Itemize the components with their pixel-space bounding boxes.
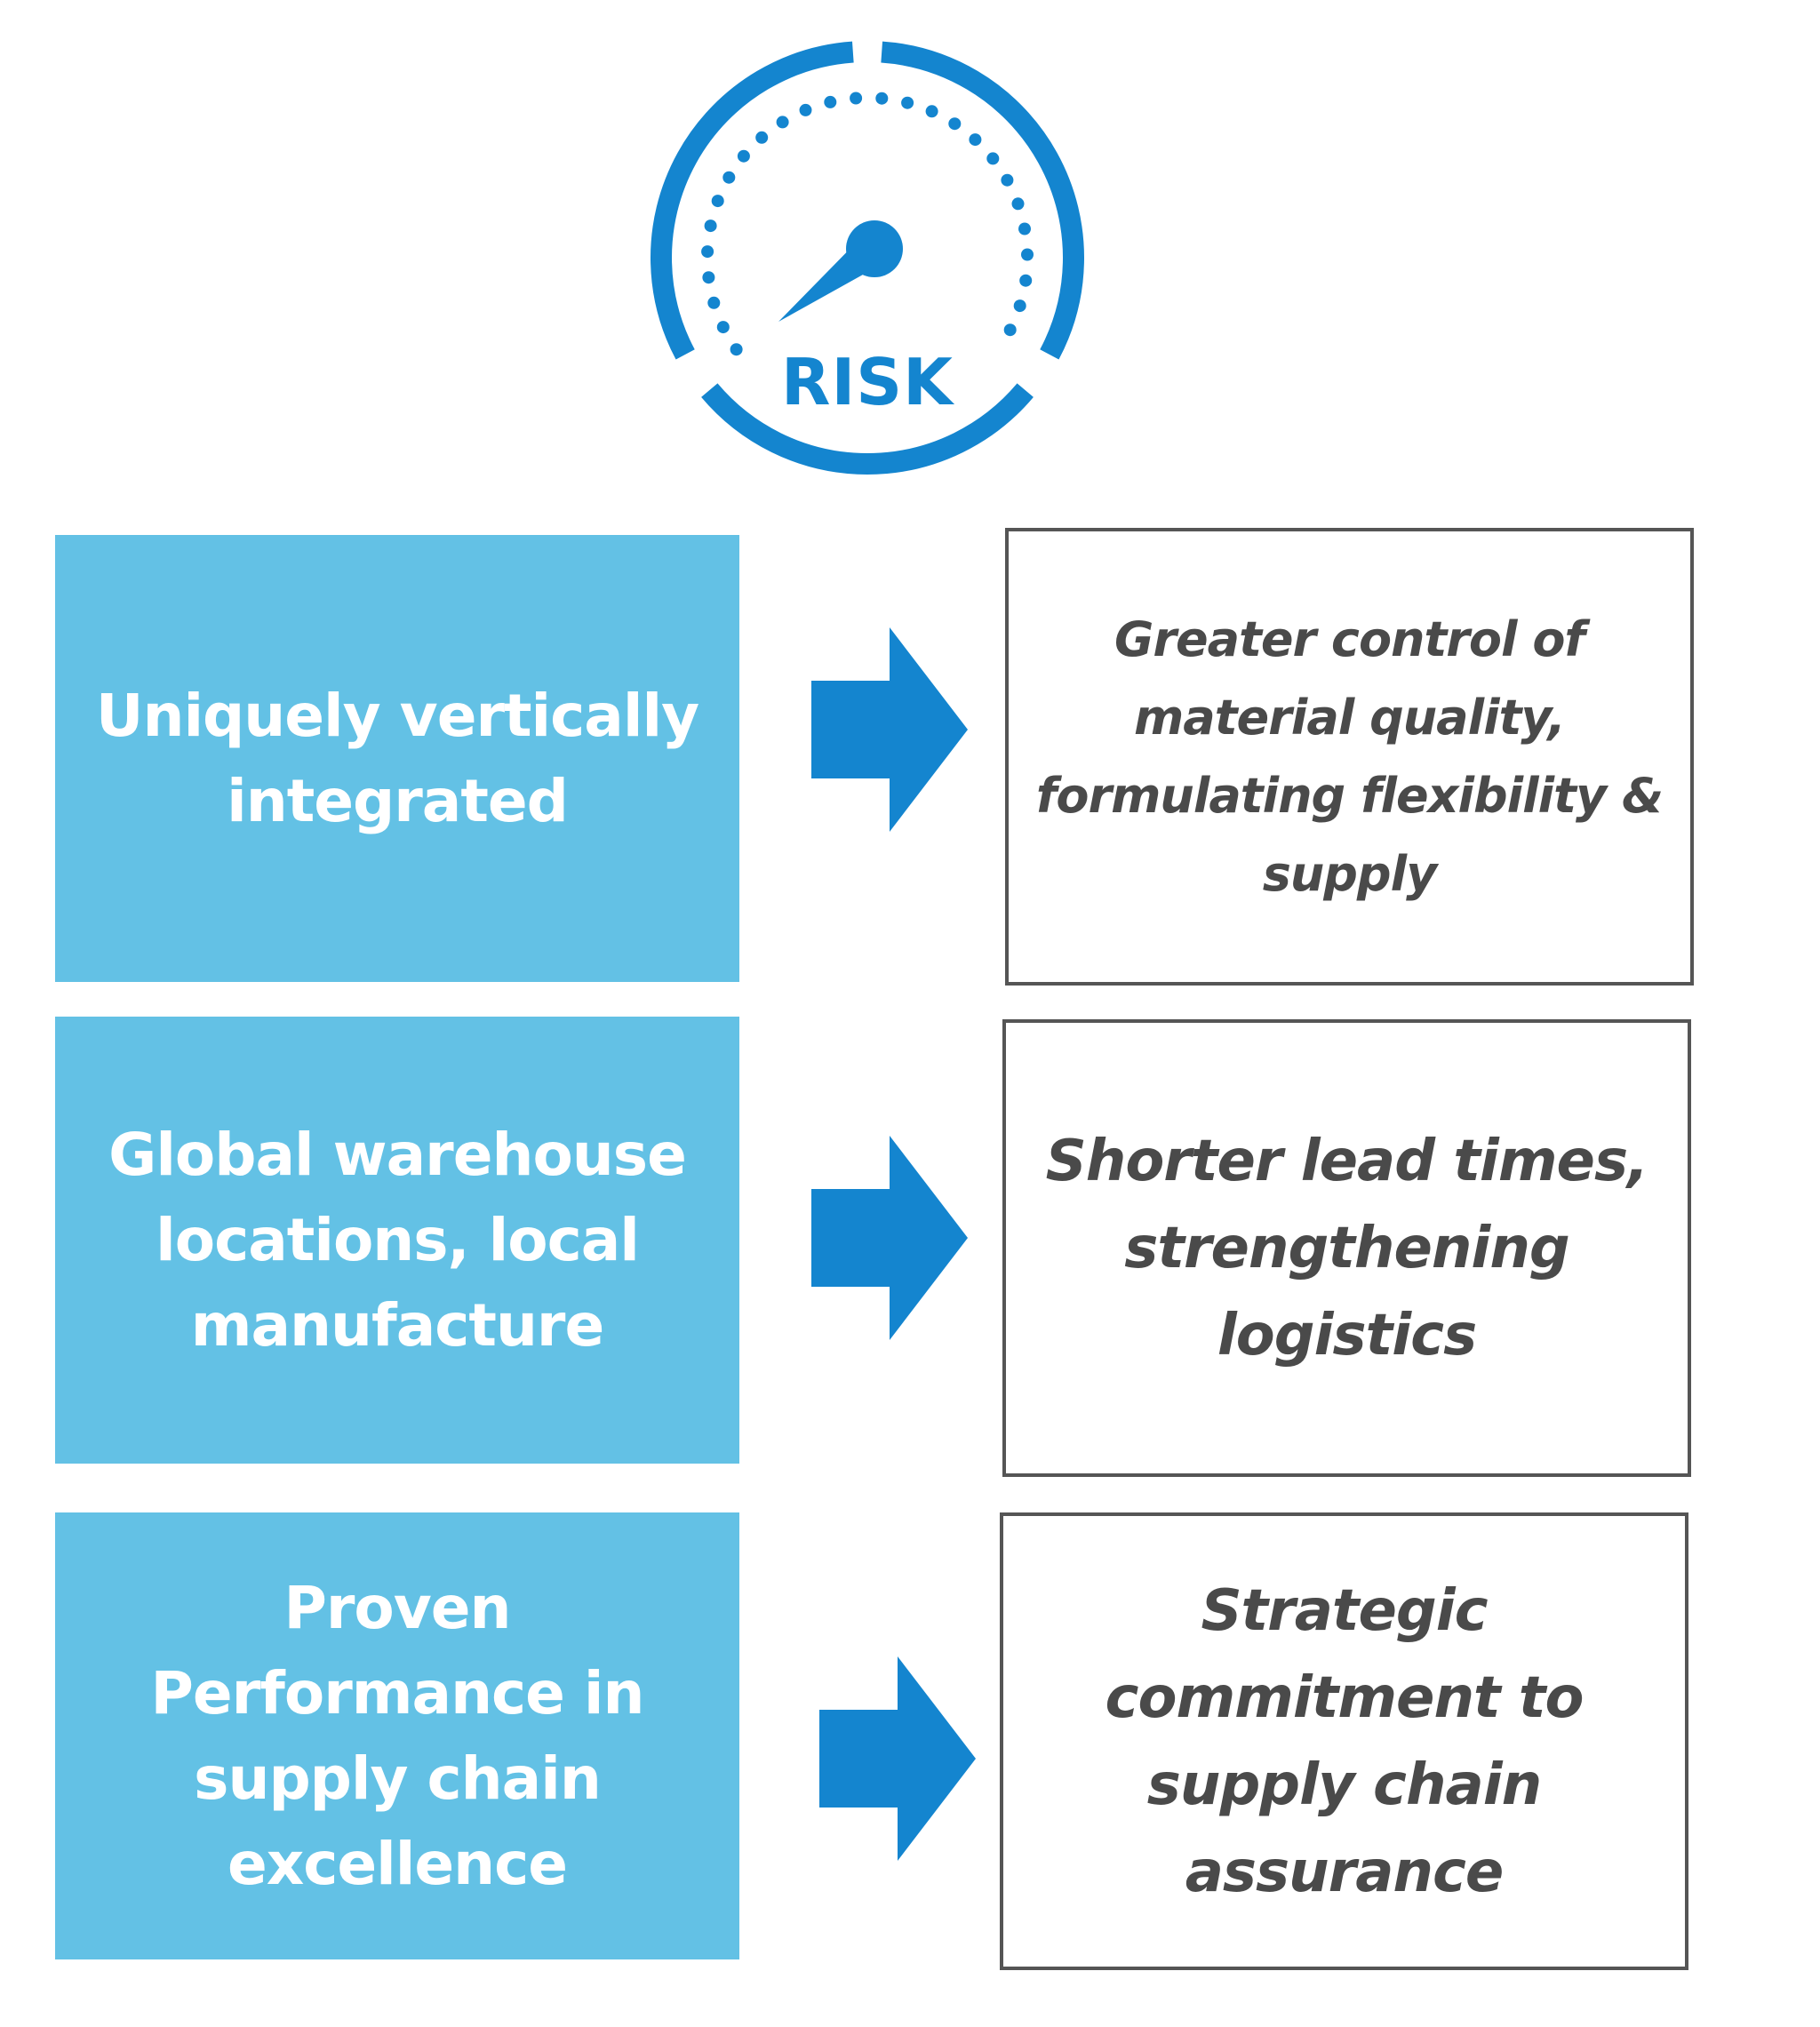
gauge-tick-dot — [704, 219, 717, 233]
benefit-box-text: Shorter lead times, strengthening logist… — [1045, 1128, 1649, 1369]
gauge-tick-dot — [799, 103, 812, 116]
benefit-box-quality-control: Greater control of material quality, for… — [1005, 528, 1694, 986]
feature-box-vertical-integration: Uniquely vertically integrated — [55, 535, 739, 982]
feature-box-text: Uniquely vertically integrated — [95, 681, 699, 835]
gauge-ring-segment — [651, 41, 854, 360]
gauge-tick-dot — [722, 171, 736, 184]
gauge-tick-dot — [1003, 323, 1017, 337]
right-arrow-icon — [819, 1656, 976, 1861]
feature-box-proven-performance: Proven Performance in supply chain excel… — [55, 1512, 739, 1959]
gauge-tick-dot — [711, 195, 724, 208]
gauge-tick-dots — [701, 92, 1034, 356]
gauge-tick-dot — [1021, 248, 1034, 261]
benefit-box-lead-times: Shorter lead times, strengthening logist… — [1002, 1019, 1691, 1477]
feature-box-text: Proven Performance in supply chain excel… — [150, 1573, 644, 1898]
gauge-tick-dot — [701, 245, 714, 259]
benefit-box-text: Strategic commitment to supply chain ass… — [1105, 1577, 1585, 1905]
gauge-tick-dot — [702, 271, 715, 284]
gauge-tick-dot — [850, 92, 863, 105]
gauge-tick-dot — [1011, 197, 1025, 211]
gauge-ring-segment — [701, 383, 1034, 475]
gauge-needle — [778, 220, 903, 322]
gauge-tick-dot — [1019, 274, 1033, 287]
gauge-outer-ring — [651, 41, 1084, 475]
gauge-tick-dot — [730, 343, 743, 356]
benefit-box-text: Greater control of material quality, for… — [1035, 610, 1664, 902]
gauge-tick-dot — [755, 131, 769, 144]
gauge-tick-dot — [986, 152, 1000, 165]
feature-box-global-warehouses: Global warehouse locations, local manufa… — [55, 1017, 739, 1464]
feature-box-text: Global warehouse locations, local manufa… — [108, 1120, 687, 1360]
gauge-tick-dot — [716, 321, 730, 334]
gauge-tick-dot — [901, 96, 914, 109]
gauge-tick-dot — [824, 95, 837, 108]
gauge-tick-dot — [969, 133, 982, 147]
right-arrow-icon — [811, 627, 968, 832]
gauge-tick-dot — [1001, 173, 1014, 187]
right-arrow-icon — [811, 1136, 968, 1340]
gauge-label: RISK — [781, 345, 954, 419]
gauge-tick-dot — [1013, 299, 1026, 313]
gauge-tick-dot — [925, 105, 938, 118]
gauge-tick-dot — [776, 116, 789, 129]
gauge-tick-dot — [1018, 222, 1031, 235]
gauge-ring-segment — [881, 41, 1084, 360]
gauge-tick-dot — [707, 296, 721, 309]
gauge-tick-dot — [875, 92, 889, 105]
benefit-box-supply-assurance: Strategic commitment to supply chain ass… — [1000, 1512, 1688, 1970]
speedometer-gauge-icon — [651, 41, 1084, 475]
gauge-tick-dot — [737, 149, 750, 163]
gauge-tick-dot — [948, 117, 962, 131]
